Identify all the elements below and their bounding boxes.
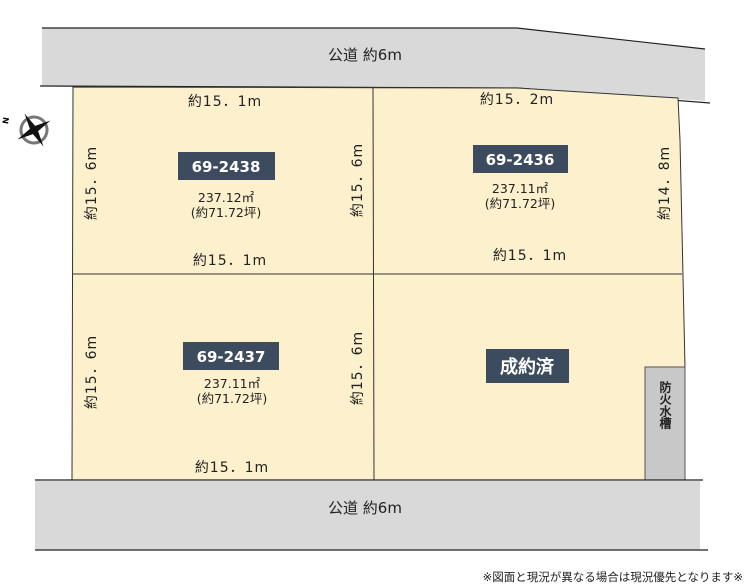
sold-lot-label[interactable]: 成約済 <box>500 356 555 378</box>
top-road <box>42 28 705 101</box>
lot-2436-tsubo: (約71.72坪) <box>485 196 556 211</box>
lot-area <box>71 86 686 481</box>
lot-2437-label-box[interactable] <box>183 342 279 370</box>
lot-2436-label-box[interactable] <box>473 145 568 173</box>
lot-2438-tsubo: (約71.72坪) <box>191 205 262 220</box>
lot-2436-id[interactable]: 69-2436 <box>486 151 555 169</box>
lot-2438-right-dim: 約15．6m <box>350 143 366 217</box>
top-road-edge <box>42 27 706 50</box>
top-road-label: 公道 約6m <box>328 46 402 64</box>
lot-2437-id[interactable]: 69-2437 <box>197 348 266 366</box>
lot-2438-top-dim: 約15．1m <box>188 94 262 110</box>
bottom-road <box>35 481 700 550</box>
lot-2436-area: 237.11㎡ <box>492 181 549 196</box>
disclaimer-note: ※図面と現況が異なる場合は現況優先となります※ <box>482 570 743 584</box>
lot-2437-left-dim: 約15．6m <box>84 335 100 409</box>
compass-rose-icon <box>17 113 51 147</box>
lot-2438-label-box[interactable] <box>178 152 275 180</box>
lot-2437-bottom-dim: 約15．1m <box>195 460 269 476</box>
fire-tank-label: 防火水槽 <box>658 380 672 430</box>
lot-2438-left-dim: 約15．6m <box>84 146 100 220</box>
lot-2438-id[interactable]: 69-2438 <box>192 158 261 176</box>
fire-water-tank <box>644 366 686 481</box>
compass-north-label: N <box>1 117 11 125</box>
bottom-road-label: 公道 約6m <box>328 499 402 517</box>
lot-2438-area: 237.12㎡ <box>198 190 255 205</box>
lot-2437-tsubo: (約71.72坪) <box>197 391 268 406</box>
lot-2436-top-dim: 約15．2m <box>480 92 554 108</box>
lot-divider-vertical <box>372 87 375 481</box>
sold-lot-label-box[interactable] <box>486 349 569 383</box>
lot-2437-area: 237.11㎡ <box>204 376 261 391</box>
lot-2437-right-dim: 約15．6m <box>350 331 366 405</box>
lot-2438-bottom-dim: 約15．1m <box>193 253 267 269</box>
lot-2436-bottom-dim: 約15．1m <box>493 248 567 264</box>
lot-2436-right-dim: 約14．8m <box>657 146 673 220</box>
